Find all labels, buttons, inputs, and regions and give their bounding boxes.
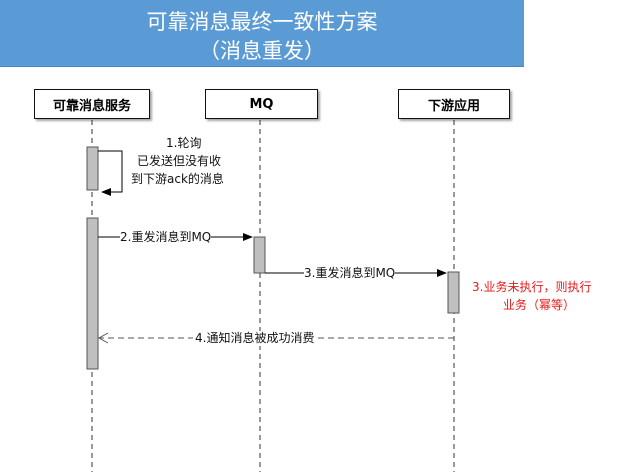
step1-label-line3: 到下游ack的消息 xyxy=(131,172,224,187)
step3-note-line2: 业务（幂等） xyxy=(503,298,576,312)
self-call-arrow-poll xyxy=(98,150,123,196)
arrow-notify-consumed-head xyxy=(97,332,109,344)
step3-note-line1: 3.业务未执行，则执行 xyxy=(472,280,592,294)
actor-downstream-app: 下游应用 xyxy=(398,89,510,119)
title-banner: 可靠消息最终一致性方案 （消息重发） xyxy=(0,0,524,67)
step4-label: 4.通知消息被成功消费 xyxy=(193,331,317,346)
diagram-subtitle: （消息重发） xyxy=(199,39,325,63)
step2-label: 2.重发消息到MQ xyxy=(120,230,212,245)
activation-service-poll xyxy=(86,146,99,191)
step1-label-line2: 已发送但没有收 xyxy=(137,154,222,169)
actor-mq: MQ xyxy=(205,89,318,119)
activation-mq xyxy=(253,236,266,274)
activation-service-main xyxy=(86,217,99,370)
diagram-title: 可靠消息最终一致性方案 xyxy=(146,10,378,34)
actor-reliable-message-service: 可靠消息服务 xyxy=(34,89,150,119)
activation-downstream xyxy=(447,271,460,314)
step1-label-line1: 1.轮询 xyxy=(166,136,202,151)
step3-label: 3.重发消息到MQ xyxy=(304,266,396,281)
